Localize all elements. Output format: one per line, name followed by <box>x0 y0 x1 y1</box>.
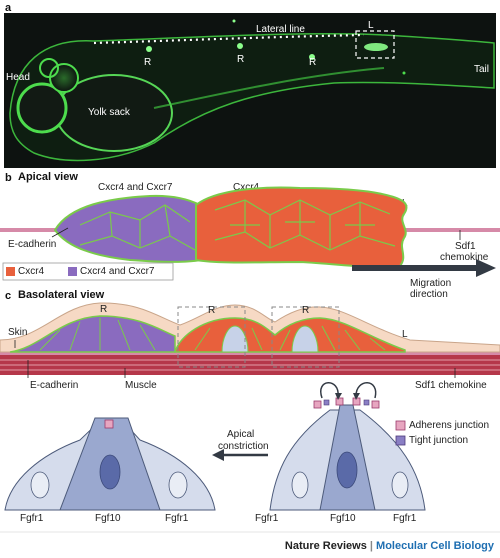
muscle-layer <box>0 355 500 375</box>
legend-tight-swatch <box>395 435 406 446</box>
label-r-c-1: R <box>100 304 108 315</box>
panel-b-title: Apical view <box>18 171 78 183</box>
left-cell-label-3: Fgfr1 <box>165 513 189 524</box>
sdf1-label-b-1: Sdf1 <box>455 241 476 252</box>
label-cxcr4-and-cxcr7: Cxcr4 and Cxcr7 <box>98 182 173 193</box>
right-cell-outer <box>269 409 426 511</box>
panel-c-letter: c <box>5 290 12 302</box>
label-r-2: R <box>237 54 245 65</box>
cxcr47-region <box>53 194 201 263</box>
label-l-c: L <box>402 329 408 340</box>
yolk-label: Yolk sack <box>88 107 130 118</box>
tail-label: Tail <box>474 64 490 75</box>
left-cell-label-2: Fgf10 <box>95 513 121 524</box>
left-adherens-junction <box>104 419 114 429</box>
basolateral-orange-cells <box>173 317 406 353</box>
skin-label: Skin <box>8 327 28 338</box>
legend-swatch-both <box>68 267 77 276</box>
rosette-box-1 <box>177 306 246 368</box>
label-r-c-3: R <box>302 305 310 316</box>
panel-b-letter: b <box>5 172 12 184</box>
legend-adherens-swatch <box>395 420 406 431</box>
legend-adherens-text: Adherens junction <box>409 420 490 431</box>
ecadherin-label-c: E-cadherin <box>30 380 79 391</box>
left-cell-center <box>59 417 161 511</box>
skin-layer <box>0 302 500 353</box>
apical-constriction-label-2: constriction <box>218 441 269 452</box>
panel-c-title: Basolateral view <box>18 289 105 301</box>
right-cell-label-1: Fgfr1 <box>255 513 279 524</box>
zebrafish-micrograph: Lateral line R R R L Head Yolk sack Tail <box>4 13 496 168</box>
right-cell-label-3: Fgfr1 <box>393 513 417 524</box>
label-r-3: R <box>309 57 317 68</box>
legend-cxcr4-text: Cxcr4 <box>18 266 45 277</box>
legend-tight-text: Tight junction <box>409 435 469 446</box>
fish-eye <box>16 82 68 134</box>
muscle-label: Muscle <box>125 380 157 391</box>
sdf1-label-c: Sdf1 chemokine <box>415 380 487 391</box>
migration-label-2: direction <box>410 289 448 300</box>
cxcr4-region <box>195 186 408 269</box>
apical-constriction-label-1: Apical <box>227 429 255 440</box>
sdf1-track <box>0 228 500 232</box>
footer-journal: Nature Reviews <box>284 540 367 552</box>
sdf1-label-b-2: chemokine <box>440 252 489 263</box>
left-cell-label-1: Fgfr1 <box>20 513 44 524</box>
panel-a-letter: a <box>5 2 12 14</box>
ecadherin-label-b: E-cadherin <box>8 239 57 250</box>
label-cxcr4: Cxcr4 <box>233 182 260 193</box>
primordium-box <box>355 30 395 59</box>
basolateral-purple-cells <box>9 315 176 353</box>
left-cell-outer <box>4 417 216 511</box>
footer-separator: | <box>369 540 373 552</box>
footer: Nature Reviews | Molecular Cell Biology <box>285 540 494 552</box>
right-cell-label-2: Fgf10 <box>330 513 356 524</box>
head-label: Head <box>6 72 30 83</box>
footer-section: Molecular Cell Biology <box>376 540 494 552</box>
migration-label-1: Migration <box>410 278 452 289</box>
rosette-box-2 <box>271 306 340 368</box>
label-r-c-2: R <box>208 305 216 316</box>
label-l-apical: L <box>402 198 408 209</box>
right-cell-center <box>319 404 376 511</box>
lateral-line-label: Lateral line <box>256 24 305 35</box>
legend-both-text: Cxcr4 and Cxcr7 <box>80 266 155 277</box>
zebrafish-image <box>9 19 495 162</box>
legend-swatch-cxcr4 <box>6 267 15 276</box>
label-l-primordium: L <box>368 20 374 31</box>
label-r-1: R <box>144 57 152 68</box>
